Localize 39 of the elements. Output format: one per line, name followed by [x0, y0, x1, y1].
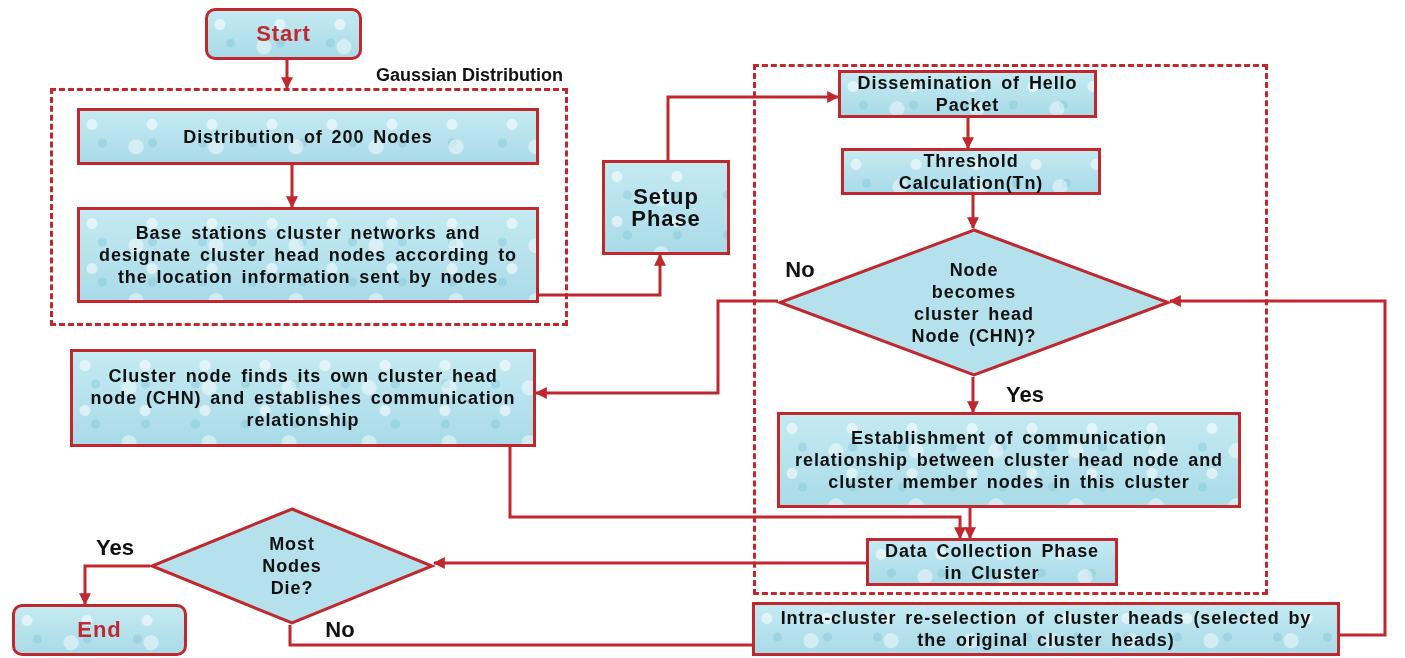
terminal-text: End: [77, 619, 122, 641]
process-text: Cluster node finds its own cluster head node (CHN) and establishes communication relationship: [89, 365, 517, 431]
process-box: [841, 148, 1101, 195]
arrow: [962, 118, 974, 150]
process-box: [752, 602, 1340, 656]
process-box: [77, 108, 539, 165]
arrow: [1168, 295, 1387, 637]
process-text: Base stations cluster networks and designate cluster head nodes according to the location information sent by nodes: [98, 222, 518, 288]
arrow: [281, 60, 293, 90]
decision-text: Node becomes cluster head Node (CHN)?: [910, 258, 1038, 347]
process-box: [70, 349, 536, 447]
dashed-group-frame: [753, 64, 1268, 595]
process-text: Establishment of communication relationship between cluster head node and cluster member nodes in this cluster: [794, 427, 1224, 493]
process-text: Distribution of 200 Nodes: [183, 125, 433, 148]
decision-text: Most Nodes Die?: [261, 533, 323, 599]
process-text: Threshold Calculation(Tn): [897, 149, 1045, 194]
process-box: [866, 538, 1118, 586]
terminal-text: Start: [256, 23, 311, 45]
process-text: Intra-cluster re-selection of cluster heads (selected by the original cluster heads): [779, 607, 1313, 651]
process-box: [777, 412, 1241, 508]
arrow: [79, 564, 150, 606]
process-box: [77, 207, 539, 303]
arrow: [539, 253, 666, 297]
process-text: Setup Phase: [630, 185, 702, 230]
terminal-box: [205, 8, 362, 60]
arrow: [967, 195, 979, 230]
process-box: [602, 160, 730, 255]
arrow: [432, 557, 866, 569]
arrow: [286, 165, 298, 209]
arrow: [534, 299, 778, 399]
process-text: Data Collection Phase in Cluster: [884, 540, 1100, 584]
arrow: [964, 508, 976, 540]
terminal-box: [12, 604, 187, 656]
process-text: Dissemination of Hello Packet: [856, 72, 1079, 116]
arrow: [508, 447, 966, 540]
arrow: [967, 377, 979, 414]
process-box: [838, 70, 1097, 118]
group-heading: Gaussian Distribution: [375, 65, 563, 86]
arrow: [666, 91, 840, 160]
